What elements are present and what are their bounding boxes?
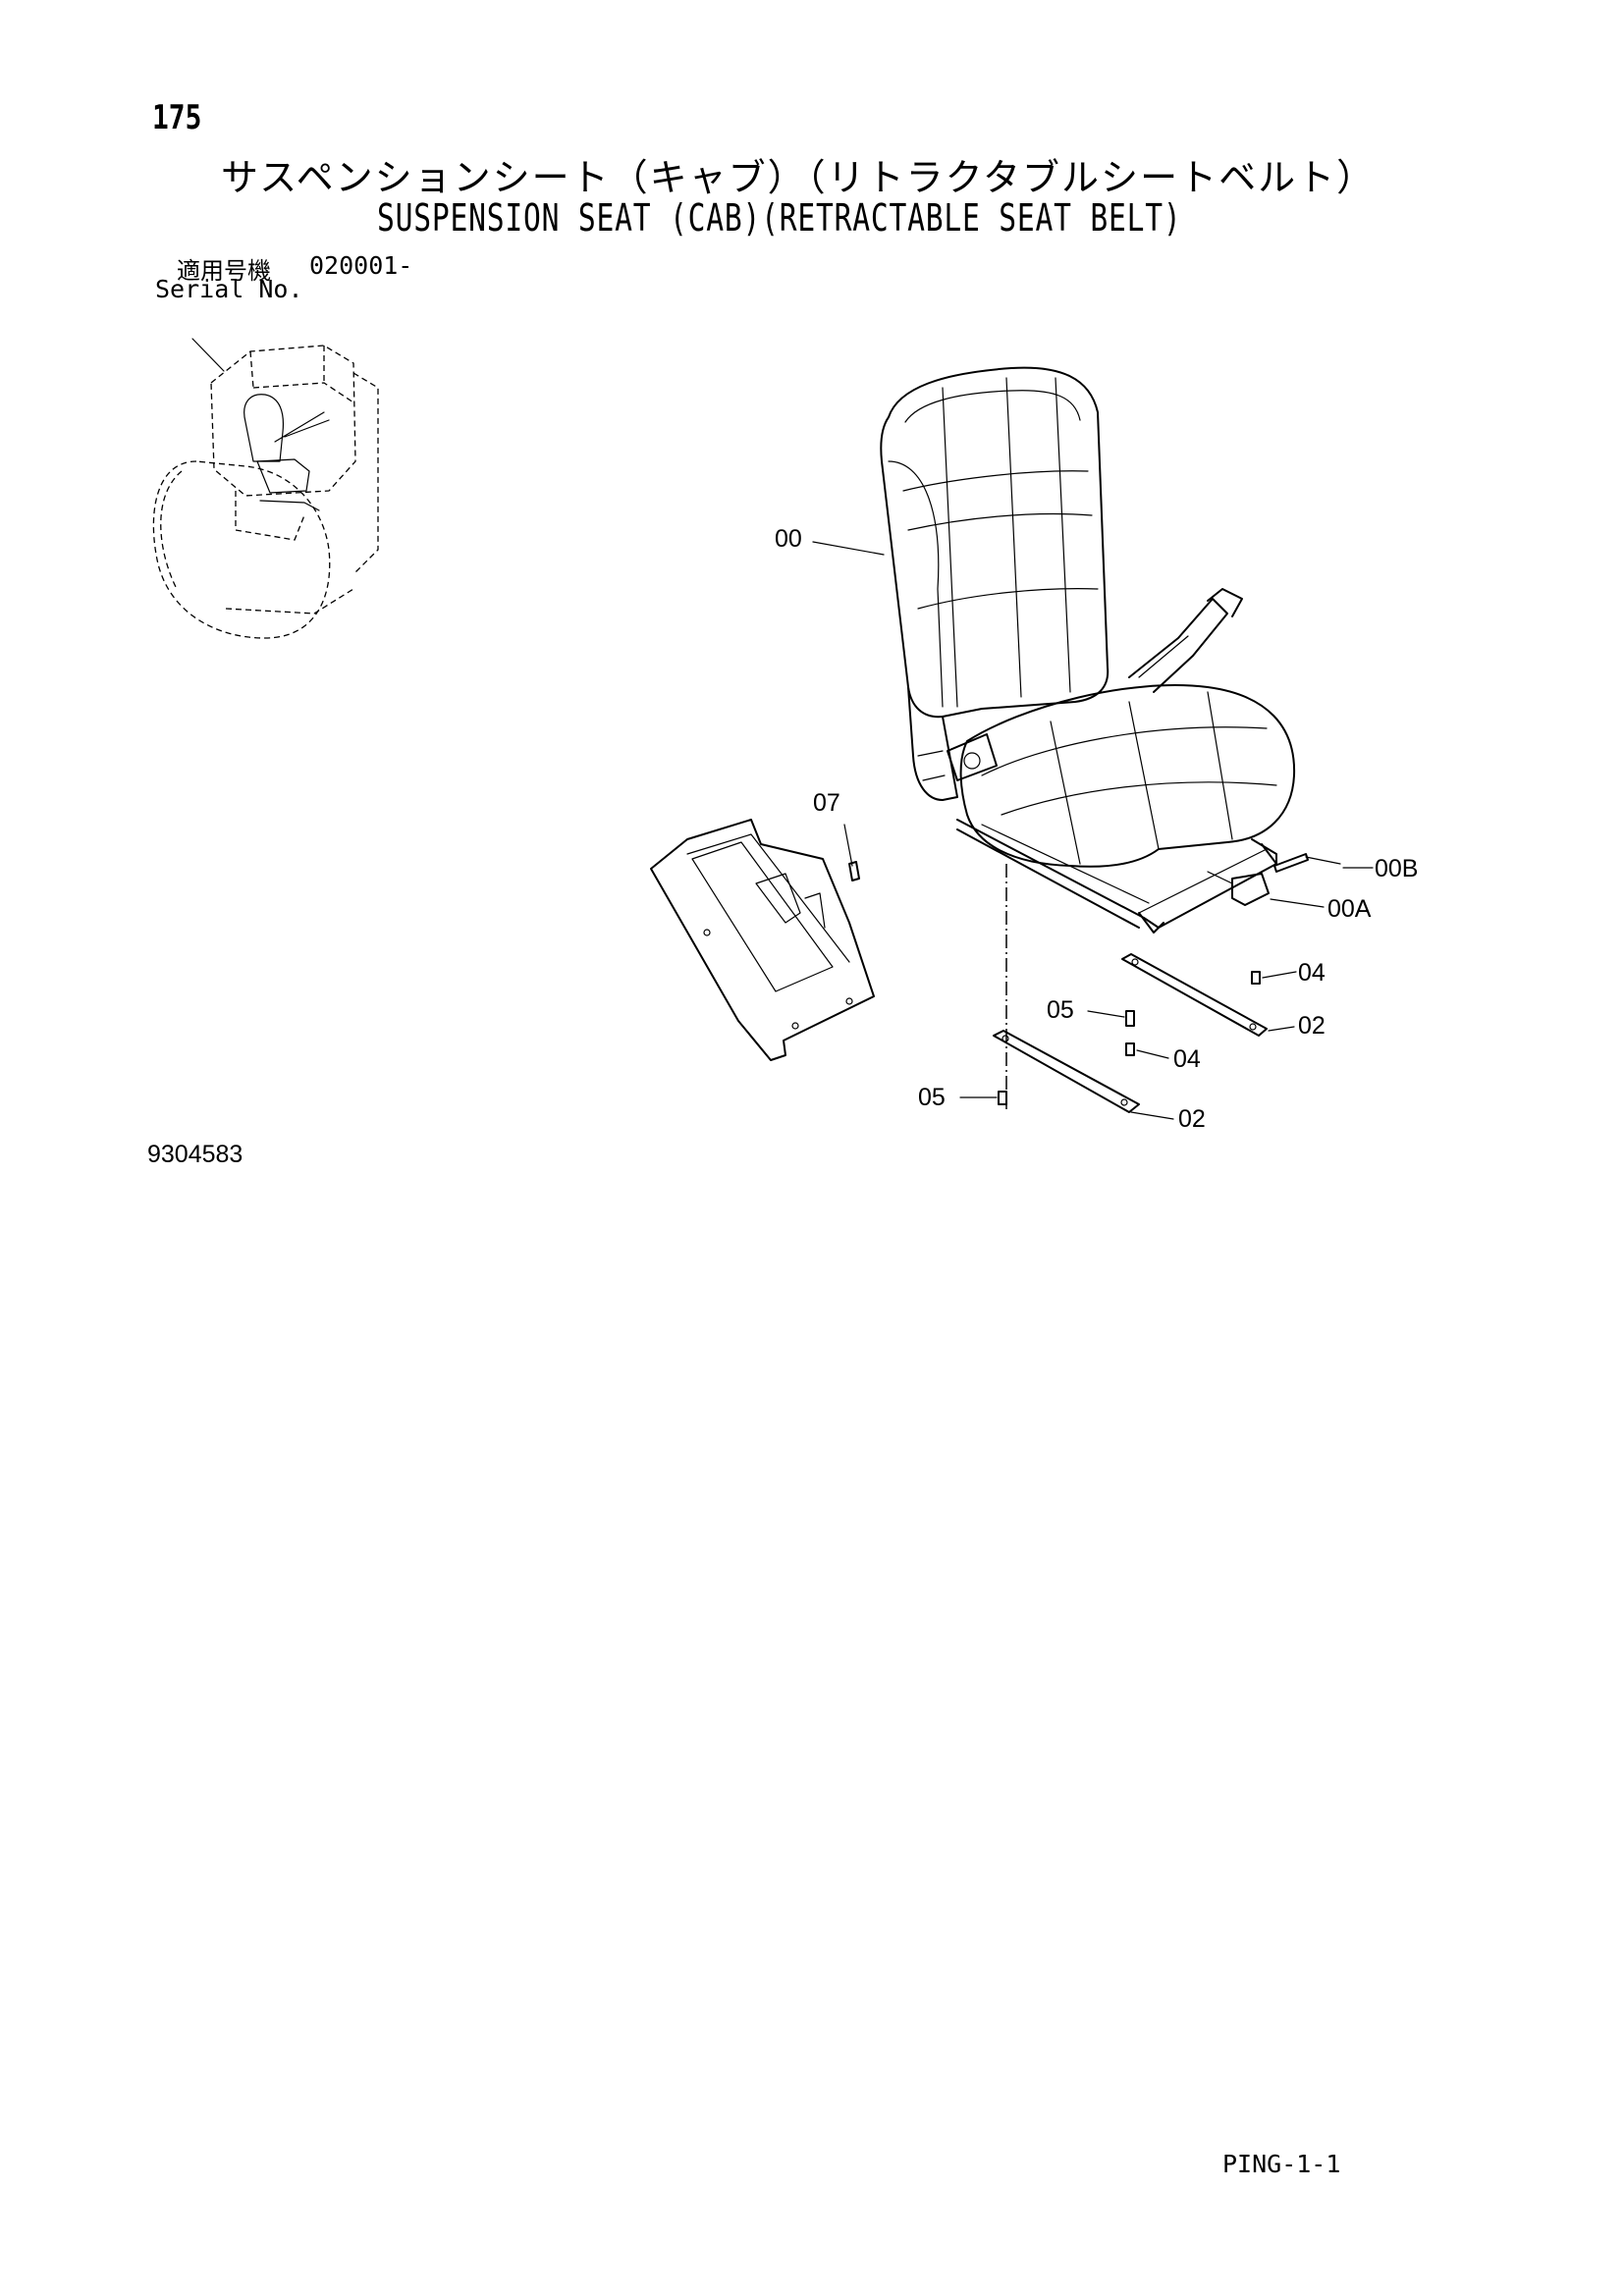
bolt-icon [998, 971, 1261, 1105]
page-number: 175 [152, 98, 202, 137]
cover-plate [650, 819, 875, 1061]
leader-lines [812, 541, 1374, 1120]
callout-04-upper: 04 [1298, 959, 1326, 987]
callout-00b: 00B [1375, 855, 1418, 882]
bracket-upper [1121, 953, 1268, 1037]
adjust-lever [1273, 853, 1341, 873]
seat-assembly [880, 366, 1296, 934]
title-english: SUSPENSION SEAT (CAB)(RETRACTABLE SEAT B… [377, 196, 1182, 240]
bracket-lower [993, 1030, 1140, 1113]
callout-04-lower: 04 [1173, 1045, 1201, 1073]
title-japanese: サスペンションシート（キャブ）（リトラクタブルシートベルト） [221, 156, 1377, 199]
location-thumbnail [152, 338, 379, 639]
serial-label-japanese: 適用号機 [177, 257, 271, 285]
serial-code: 020001- [309, 251, 413, 280]
document-number: 9304583 [147, 1141, 244, 1168]
page-code: PING-1-1 [1222, 2150, 1341, 2178]
callout-02-lower: 02 [1178, 1105, 1206, 1133]
serial-label-english: Serial No. [155, 275, 303, 303]
callout-05-lower: 05 [918, 1084, 946, 1111]
callout-00a: 00A [1327, 895, 1372, 923]
callout-05-upper: 05 [1047, 996, 1074, 1024]
adjust-knob [1207, 871, 1270, 906]
callout-02-upper: 02 [1298, 1012, 1326, 1040]
callout-00: 00 [775, 525, 802, 553]
callout-07: 07 [813, 789, 840, 817]
